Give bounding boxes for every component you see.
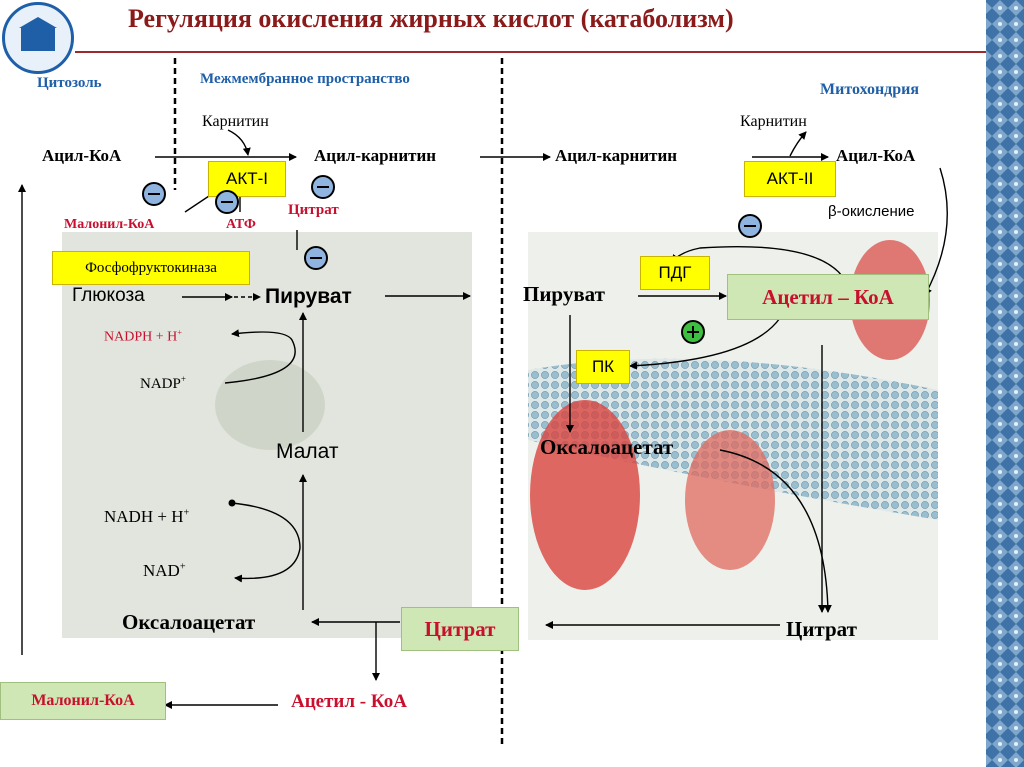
logo-roof-shape xyxy=(19,17,57,28)
label-pyruvate-cytosol: Пируват xyxy=(265,285,352,308)
box-malonyl-coa: Малонил-КоА xyxy=(0,682,166,720)
label-nadh-text: NADH + H xyxy=(104,507,184,526)
enzyme-pdg: ПДГ xyxy=(640,256,710,290)
minus-circle-icon xyxy=(304,246,328,270)
label-acyl-coa-cytosol: Ацил-КоА xyxy=(42,146,122,165)
arrow-beta-oxidation xyxy=(924,167,948,296)
university-logo-icon xyxy=(2,2,74,74)
minus-circle-icon xyxy=(738,214,762,238)
arrow-nadh-cycle xyxy=(231,502,301,583)
label-acyl-coa-mito: Ацил-КоА xyxy=(836,146,916,165)
cell-blob xyxy=(215,360,325,450)
label-glucose: Глюкоза xyxy=(72,285,145,306)
label-oxaloacetate-mito: Оксалоацетат xyxy=(540,435,674,459)
arrow-acetylcoa-inhibits-pdg xyxy=(671,245,846,281)
label-nadp-text: NADP xyxy=(140,376,181,392)
logo-building-shape xyxy=(21,27,55,51)
label-atp-inhibitor: АТФ xyxy=(226,217,256,232)
label-acyl-carnitine-intermembrane: Ацил-карнитин xyxy=(314,146,437,165)
region-mitochondria: Митохондрия xyxy=(820,81,920,98)
membrane-protein-2 xyxy=(685,430,775,570)
label-carnitine-in: Карнитин xyxy=(202,113,269,130)
frost-border-strip xyxy=(986,0,1024,767)
box-citrate-cytosol: Цитрат xyxy=(401,607,519,651)
label-nad-text: NAD xyxy=(143,561,180,580)
region-cytosol: Цитозоль xyxy=(37,75,102,91)
label-nadph-text: NADPH + H xyxy=(104,329,178,345)
box-acetyl-coa-mito: Ацетил – КоА xyxy=(727,274,929,320)
label-acetyl-coa-cytosol: Ацетил - КоА xyxy=(291,691,407,712)
enzyme-akt2: АКТ-II xyxy=(744,161,836,197)
label-malonyl-coa-inhibitor: Малонил-КоА xyxy=(64,217,155,232)
minus-circle-icon xyxy=(215,190,239,214)
label-citrate-mito: Цитрат xyxy=(786,617,857,641)
nadh-origin-dot xyxy=(228,499,236,507)
label-nadp: NADP+ xyxy=(140,375,186,392)
enzyme-pk: ПК xyxy=(576,350,630,384)
label-carnitine-out: Карнитин xyxy=(740,113,807,130)
label-pyruvate-mito: Пируват xyxy=(523,282,605,306)
label-citrate-inhibitor: Цитрат xyxy=(288,202,339,218)
enzyme-phosphofructokinase: Фосфофруктокиназа xyxy=(52,251,250,285)
arrow-carnitine-left-in xyxy=(227,129,251,156)
label-beta-oxidation: β-окисление xyxy=(828,203,915,220)
arrow-carnitine-right-out xyxy=(789,131,807,157)
minus-circle-icon xyxy=(142,182,166,206)
label-nadh: NADH + H+ xyxy=(104,508,189,525)
label-acyl-carnitine-mito: Ацил-карнитин xyxy=(555,146,678,165)
label-nad: NAD+ xyxy=(143,562,186,579)
minus-circle-icon xyxy=(311,175,335,199)
label-malate: Малат xyxy=(276,440,339,463)
arrow-oxaloacetate-to-citrate xyxy=(719,449,832,613)
arrow-acetylcoa-activates-pk xyxy=(629,317,781,370)
arrow-malonyl-inhibits-akt1 xyxy=(184,193,213,213)
arrow-nadph-cycle xyxy=(224,329,296,384)
membrane-protein-1 xyxy=(530,400,640,590)
label-nadph: NADPH + H+ xyxy=(104,328,182,345)
plus-circle-icon xyxy=(681,320,705,344)
label-nadph-sup: + xyxy=(177,328,182,337)
label-nadp-sup: + xyxy=(180,374,186,384)
label-oxaloacetate-cytosol: Оксалоацетат xyxy=(122,610,256,634)
region-intermembrane: Межмембранное пространство xyxy=(200,71,410,87)
label-nadh-sup: + xyxy=(183,507,190,519)
label-nad-sup: + xyxy=(179,561,186,573)
slide-title: Регуляция окисления жирных кислот (катаб… xyxy=(128,4,734,33)
enzyme-akt1: АКТ-I xyxy=(208,161,286,197)
